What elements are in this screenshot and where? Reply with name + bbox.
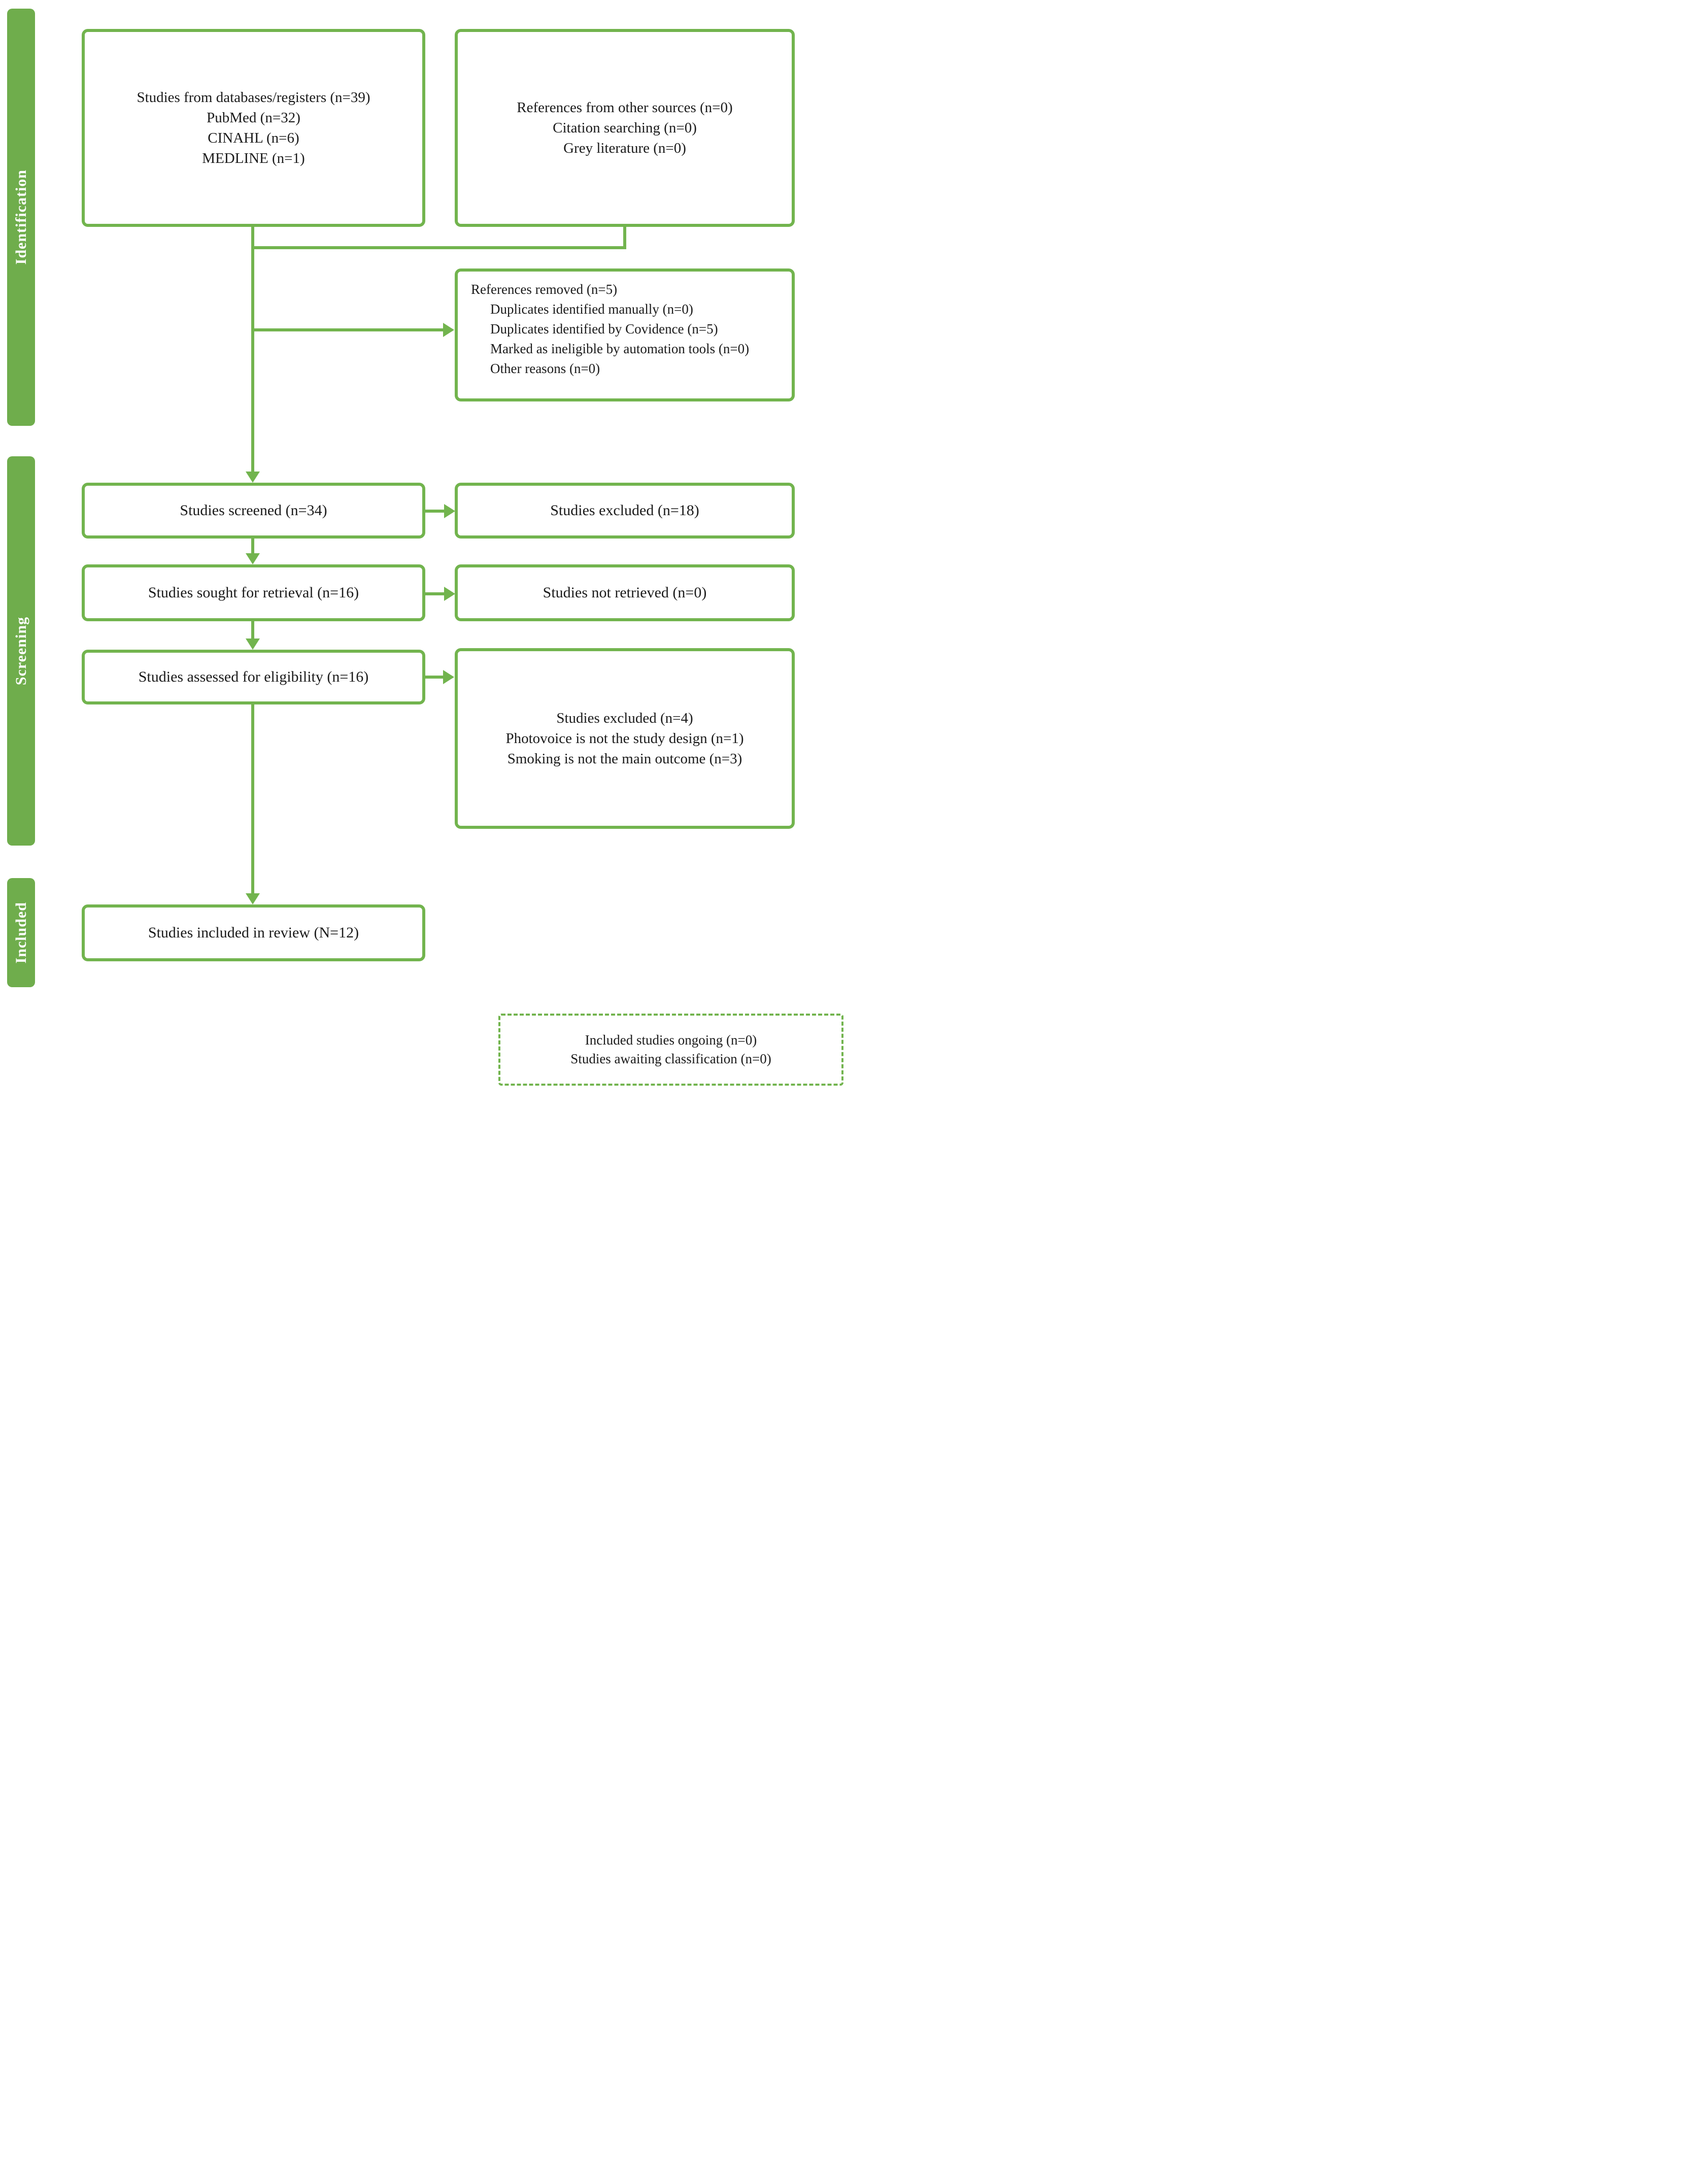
arrowhead-into-studies-screened (246, 472, 260, 483)
text-line: Studies awaiting classification (n=0) (570, 1051, 771, 1066)
text-line: Included studies ongoing (n=0) (585, 1032, 757, 1048)
text-line: Marked as ineligible by automation tools… (490, 341, 750, 356)
text-line: Citation searching (n=0) (553, 119, 697, 136)
stage-bar-identification: Identification (7, 9, 35, 426)
connector-databases-down-stub (251, 227, 254, 249)
text-line: Grey literature (n=0) (563, 140, 686, 156)
arrowhead-into-studies-sought (246, 553, 260, 564)
box-studies-not-retrieved: Studies not retrieved (n=0) (455, 564, 795, 621)
text-line: Studies screened (n=34) (180, 502, 327, 519)
arrowhead-into-studies-included (246, 893, 260, 904)
box-studies-excluded-eligibility: Studies excluded (n=4) Photovoice is not… (455, 648, 795, 829)
box-studies-screened: Studies screened (n=34) (82, 483, 425, 539)
arrowhead-into-references-removed (443, 323, 454, 337)
box-studies-assessed-eligibility: Studies assessed for eligibility (n=16) (82, 650, 425, 704)
arrowhead-into-excluded-eligibility (443, 670, 454, 684)
connector-branch-to-references-removed (251, 328, 443, 331)
text-line: Duplicates identified manually (n=0) (490, 301, 693, 317)
arrowhead-into-studies-not-retrieved (444, 587, 455, 601)
text-line: Studies not retrieved (n=0) (543, 584, 707, 601)
box-included-studies-ongoing: Included studies ongoing (n=0) Studies a… (498, 1014, 843, 1086)
box-other-sources: References from other sources (n=0) Cita… (455, 29, 795, 227)
text-line: Studies sought for retrieval (n=16) (148, 584, 359, 601)
text-line: Studies excluded (n=4) (556, 710, 693, 726)
box-studies-excluded-screening: Studies excluded (n=18) (455, 483, 795, 539)
box-studies-sought-retrieval: Studies sought for retrieval (n=16) (82, 564, 425, 621)
connector-merge-horizontal (251, 246, 626, 249)
box-studies-included-review: Studies included in review (N=12) (82, 904, 425, 961)
stage-label-included: Included (12, 901, 29, 964)
connector-screened-to-sought (251, 539, 254, 553)
text-line: Studies assessed for eligibility (n=16) (138, 668, 369, 686)
stage-bar-included: Included (7, 878, 35, 987)
text-line: References removed (n=5) (471, 282, 618, 297)
connector-assessed-to-excluded (425, 676, 443, 679)
connector-screened-to-excluded (425, 510, 444, 513)
text-line: Other reasons (n=0) (490, 360, 600, 376)
text-line: Studies included in review (N=12) (148, 924, 359, 942)
arrowhead-into-studies-excluded (444, 504, 455, 518)
text-line: Smoking is not the main outcome (n=3) (507, 751, 742, 767)
connector-sought-to-assessed (251, 621, 254, 639)
text-line: Duplicates identified by Covidence (n=5) (490, 321, 718, 337)
text-line: Photovoice is not the study design (n=1) (505, 730, 744, 747)
prisma-flow-diagram: Identification Screening Included Studie… (0, 0, 846, 1092)
connector-other-sources-down-stub (623, 227, 626, 249)
text-line: CINAHL (n=6) (208, 130, 299, 146)
text-line: MEDLINE (n=1) (202, 150, 305, 167)
arrowhead-into-studies-assessed (246, 639, 260, 650)
connector-main-vertical-to-screened (251, 246, 254, 472)
box-references-removed: References removed (n=5) Duplicates iden… (455, 268, 795, 401)
stage-label-identification: Identification (12, 170, 29, 265)
text-line: Studies excluded (n=18) (550, 502, 699, 519)
box-databases-registers: Studies from databases/registers (n=39) … (82, 29, 425, 227)
text-line: PubMed (n=32) (207, 109, 300, 126)
text-line: Studies from databases/registers (n=39) (137, 89, 370, 106)
stage-label-screening: Screening (12, 616, 29, 686)
stage-bar-screening: Screening (7, 456, 35, 846)
connector-sought-to-not-retrieved (425, 592, 444, 595)
connector-assessed-to-included (251, 704, 254, 893)
text-line: References from other sources (n=0) (517, 99, 733, 116)
